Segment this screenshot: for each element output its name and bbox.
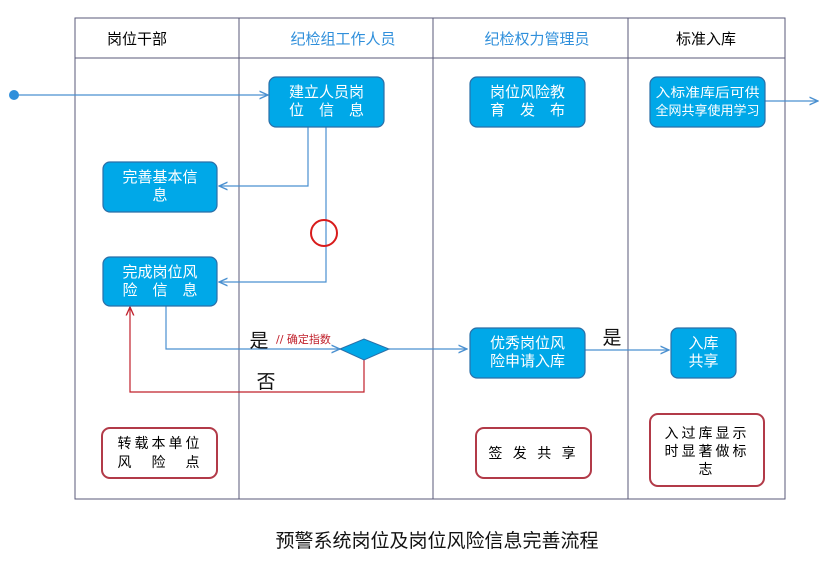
lane-title-standard-library: 标准入库 [676,30,736,48]
lane-title-cadre: 岗位干部 [107,30,167,48]
arrow-to-decision [165,306,340,349]
node-basic-info[interactable]: 完善基本信 息 [102,161,218,213]
swimlane-border [74,17,786,500]
node-create-info-line-1: 建立人员岗 [289,83,364,101]
note-sign-box [475,427,592,479]
label-no: 否 [256,371,275,393]
lane-title-power-admin: 纪检权力管理员 [484,30,589,48]
arrow-to-basic-info [219,127,309,186]
node-risk-education-line-1: 岗位风险教 [490,83,565,101]
diagram-caption: 预警系统岗位及岗位风险信息完善流程 [275,530,598,552]
node-share-box [670,327,737,379]
connectors [14,95,818,350]
node-excellent-risk-line-1: 优秀岗位风 [490,334,565,352]
label-index-note: // 确定指数 [276,332,331,346]
note-mark: 入过库显示 时显著做标 志 [649,413,765,487]
note-sign-line-1: 签 发 共 享 [488,445,578,462]
node-share[interactable]: 入库 共享 [670,327,737,379]
note-reprint-box [101,427,218,479]
node-basic-info-line-2: 息 [152,186,167,204]
label-yes-decision: 是 [249,330,268,352]
node-library[interactable]: 入标准库后可供 全网共享使用学习 [649,76,766,128]
start-dot [9,90,19,100]
node-basic-info-box [102,161,218,213]
highlight-circle [310,219,338,247]
rejection-loop-arrow [130,307,365,393]
label-yes-share: 是 [602,327,621,349]
node-risk-info[interactable]: 完成岗位风 险 信 息 [102,256,218,307]
note-reprint-line-1: 转载本单位 [118,436,203,452]
node-share-line-1: 入库 [688,334,718,352]
swimlane-grid [74,17,786,500]
note-reprint: 转载本单位 风 险 点 [101,427,218,479]
note-reprint-line-2: 风 险 点 [118,455,203,471]
note-mark-line-2: 时显著做标 [665,444,750,460]
node-excellent-risk-line-2: 险申请入库 [490,352,565,370]
node-create-info-box [268,76,385,128]
lane-title-inspection-staff: 纪检组工作人员 [290,30,395,48]
note-mark-line-3: 志 [699,462,716,478]
node-basic-info-line-1: 完善基本信 [122,168,197,186]
note-sign: 签 发 共 享 [475,427,592,479]
node-library-line-2: 全网共享使用学习 [656,103,760,119]
node-risk-education[interactable]: 岗位风险教 育 发 布 [469,76,586,128]
node-risk-education-box [469,76,586,128]
node-risk-info-line-1: 完成岗位风 [122,263,197,281]
arrow-to-risk-info [219,127,327,282]
decision-diamond [338,338,391,361]
node-create-info[interactable]: 建立人员岗 位 信 息 [268,76,385,128]
node-library-box [649,76,766,128]
note-mark-box [649,413,765,487]
node-excellent-risk-box [469,327,586,379]
node-risk-info-line-2: 险 信 息 [122,281,197,299]
node-risk-info-box [102,256,218,307]
node-share-line-2: 共享 [688,352,718,370]
note-mark-line-1: 入过库显示 [665,426,750,442]
node-library-line-1: 入标准库后可供 [656,85,760,101]
node-excellent-risk[interactable]: 优秀岗位风 险申请入库 [469,327,586,379]
node-risk-education-line-2: 育 发 布 [490,101,565,119]
node-create-info-line-2: 位 信 息 [289,101,364,119]
